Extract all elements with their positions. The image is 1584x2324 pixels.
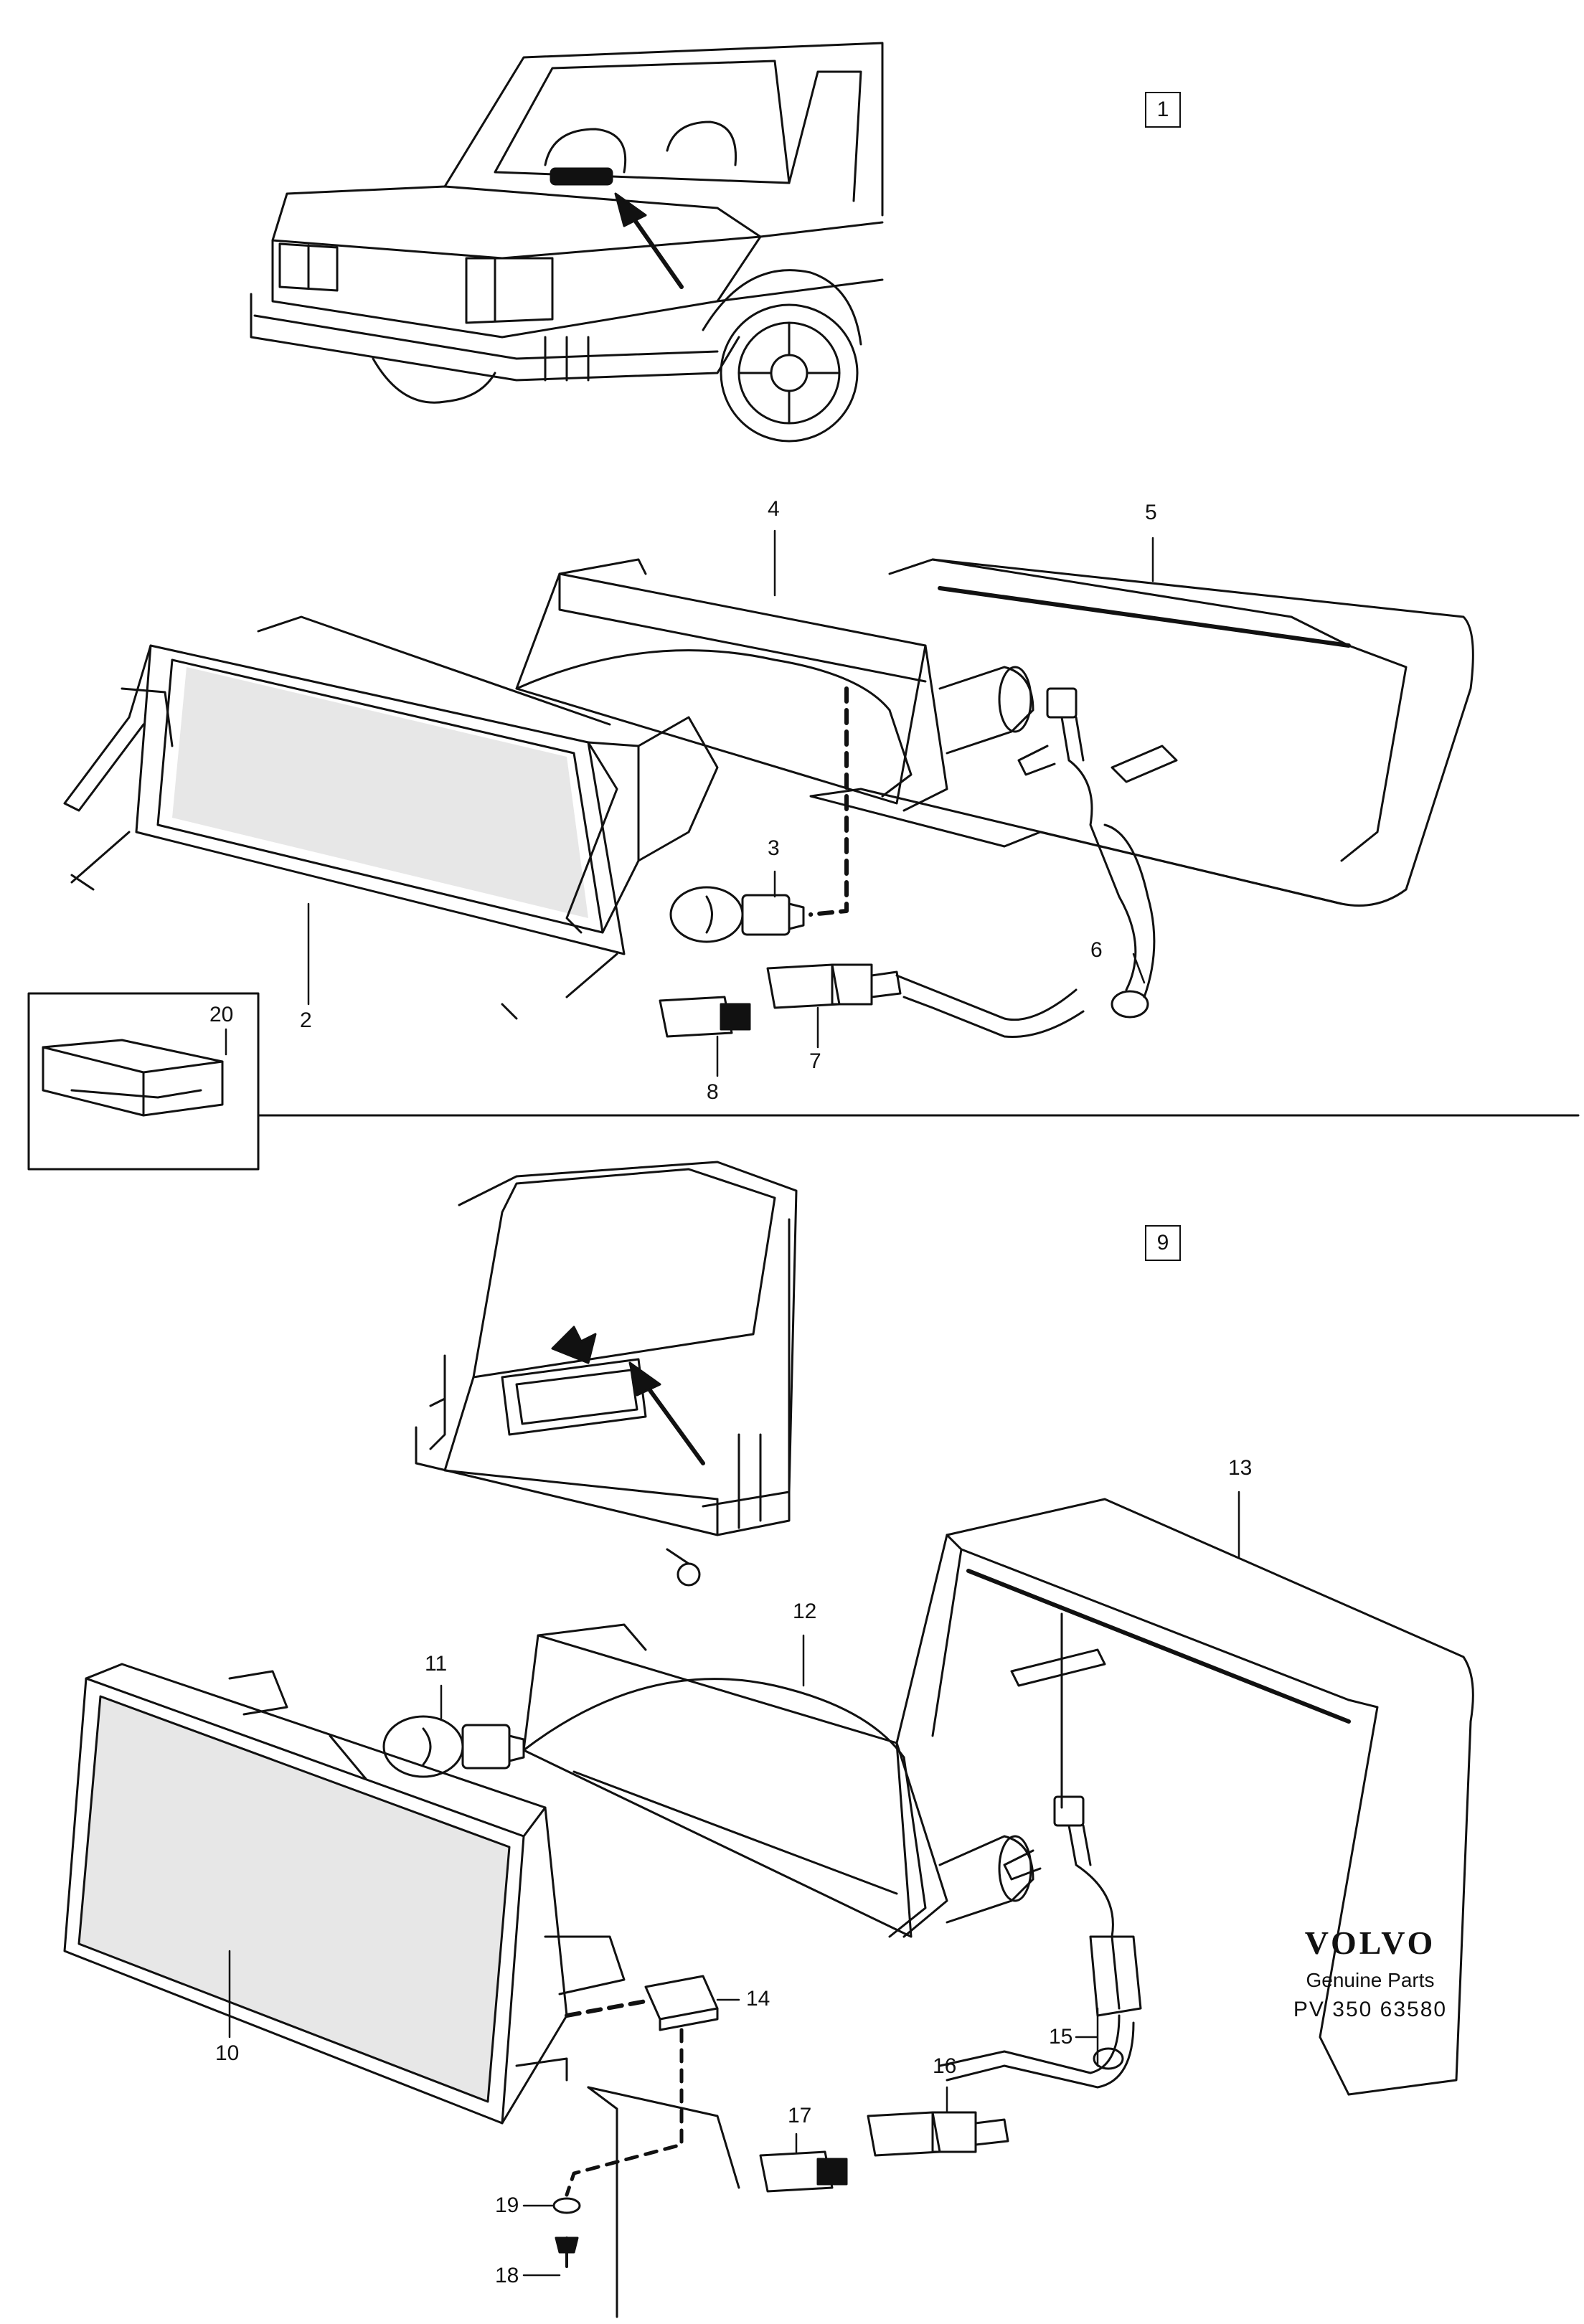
section-label-1: 1 <box>1145 92 1181 128</box>
callout-17: 17 <box>788 2104 812 2127</box>
wagon-wiring-harness-part-15 <box>938 1795 1142 2089</box>
sedan-rear-illustration <box>250 42 884 443</box>
callout-10: 10 <box>215 2041 240 2065</box>
inset-box-part-20 <box>27 992 260 1171</box>
callout-14: 14 <box>746 1987 770 2011</box>
wagon-bulb-part-11 <box>382 1715 525 1778</box>
callout-18: 18 <box>495 2264 519 2287</box>
sedan-wiring-harness-part-6 <box>895 687 1156 1039</box>
wagon-lamp-lens-part-10 <box>63 1663 626 2125</box>
callout-3: 3 <box>768 836 780 860</box>
callout-16: 16 <box>933 2054 957 2078</box>
sedan-connector-part-7 <box>766 963 902 1009</box>
callout-19: 19 <box>495 2193 519 2217</box>
sedan-lamp-cover-part-5 <box>809 558 1474 907</box>
callout-7: 7 <box>809 1049 821 1073</box>
sedan-lamp-lens-part-2 <box>63 615 719 1020</box>
wagon-clip-part-14 <box>565 1975 719 2031</box>
callout-4: 4 <box>768 497 780 521</box>
callout-leader-lines <box>225 529 1240 2277</box>
sedan-connector-part-8 <box>659 996 751 1038</box>
part-reference: PV 350 63580 <box>1293 1998 1448 2021</box>
callout-20: 20 <box>209 1003 234 1026</box>
sedan-lamp-housing-part-4 <box>515 558 1034 812</box>
callout-6: 6 <box>1090 938 1103 962</box>
callout-13: 13 <box>1228 1456 1253 1480</box>
section-label-9: 9 <box>1145 1225 1181 1261</box>
wagon-rear-illustration <box>415 1161 798 1587</box>
sedan-bulb-part-3 <box>669 686 849 943</box>
brand-block: VOLVO Genuine Parts PV 350 63580 <box>1277 1924 1463 2022</box>
callout-11: 11 <box>425 1652 448 1676</box>
callout-2: 2 <box>300 1009 312 1032</box>
wagon-connector-part-16 <box>867 2111 1009 2157</box>
wagon-connector-part-17 <box>759 2150 848 2193</box>
brand-logo: VOLVO <box>1304 1924 1436 1961</box>
wagon-screw-parts-18-19 <box>552 2028 740 2318</box>
callout-8: 8 <box>707 1080 719 1104</box>
wagon-lamp-cover-part-13 <box>895 1498 1474 2096</box>
callout-5: 5 <box>1145 501 1157 524</box>
callout-15: 15 <box>1049 2025 1073 2049</box>
brand-subtitle: Genuine Parts <box>1306 1969 1435 1991</box>
callout-12: 12 <box>793 1600 817 1623</box>
wagon-lamp-housing-part-12 <box>522 1623 1034 1938</box>
